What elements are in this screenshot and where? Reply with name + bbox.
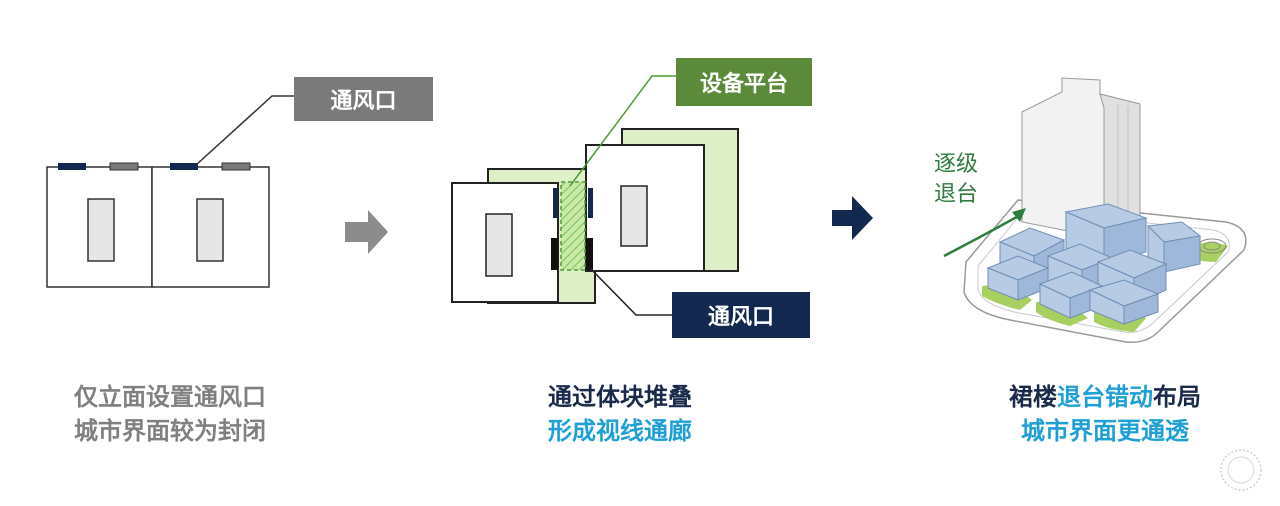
right-green-patch-1 (982, 285, 1032, 310)
mid-vent-black-2 (586, 238, 593, 270)
right-steps-label-line1: 逐级 (934, 152, 979, 177)
left-vent-4 (221, 162, 251, 171)
right-podium-cubes (986, 203, 1202, 325)
left-vent-2 (109, 162, 139, 171)
middle-caption: 通过体块堆叠 形成视线通廊 (490, 380, 750, 448)
mid-vent-black-1 (551, 238, 558, 270)
mid-vent-leader-line (589, 267, 672, 316)
left-vent-1 (58, 163, 86, 170)
watermark-logo-icon (1220, 449, 1262, 491)
left-vent-label: 通风口 (294, 77, 433, 121)
left-vent-3 (170, 163, 198, 170)
middle-caption-line2: 形成视线通廊 (548, 417, 692, 445)
right-site-inner-line (977, 209, 1230, 333)
right-caption: 裙楼退台错动布局 城市界面更通透 (970, 380, 1240, 448)
right-building-group (943, 77, 1247, 344)
left-core-2 (196, 198, 224, 262)
right-caption-line1-part2: 退台错动 (1057, 383, 1153, 411)
mid-vent-navy-2 (588, 188, 593, 218)
right-caption-line2: 城市界面更通透 (1021, 417, 1189, 445)
middle-vent-label: 通风口 (672, 292, 810, 338)
middle-building-group (451, 75, 739, 316)
mid-right-core (620, 185, 648, 247)
left-caption-line1: 仅立面设置通风口 (74, 383, 266, 411)
right-caption-line1-part1: 裙楼 (1009, 383, 1057, 411)
gray-arrow-icon (345, 210, 388, 254)
mid-left-core (485, 213, 513, 277)
right-fountain-ring-2 (1203, 241, 1221, 251)
middle-caption-line1: 通过体块堆叠 (548, 383, 692, 411)
right-steps-label-line2: 退台 (934, 182, 979, 207)
navy-arrow-icon (832, 196, 873, 240)
left-vent-leader-line (195, 95, 294, 166)
right-steps-arrow-line (943, 212, 1023, 258)
mid-equipment-strip-hatch (560, 181, 586, 271)
right-steps-arrow-head-icon (1012, 208, 1026, 222)
left-caption: 仅立面设置通风口 城市界面较为封闭 (40, 380, 300, 448)
mid-equipment-leader-line (569, 75, 676, 187)
left-building-group (46, 95, 294, 288)
middle-equipment-label: 设备平台 (676, 58, 812, 106)
right-caption-line1-part3: 布局 (1153, 383, 1201, 411)
left-core-1 (87, 198, 115, 262)
mid-vent-navy-1 (553, 188, 558, 218)
right-caption-line1: 裙楼退台错动布局 (970, 380, 1240, 414)
left-caption-line2: 城市界面较为封闭 (74, 417, 266, 445)
right-steps-label: 逐级 退台 (934, 150, 978, 210)
